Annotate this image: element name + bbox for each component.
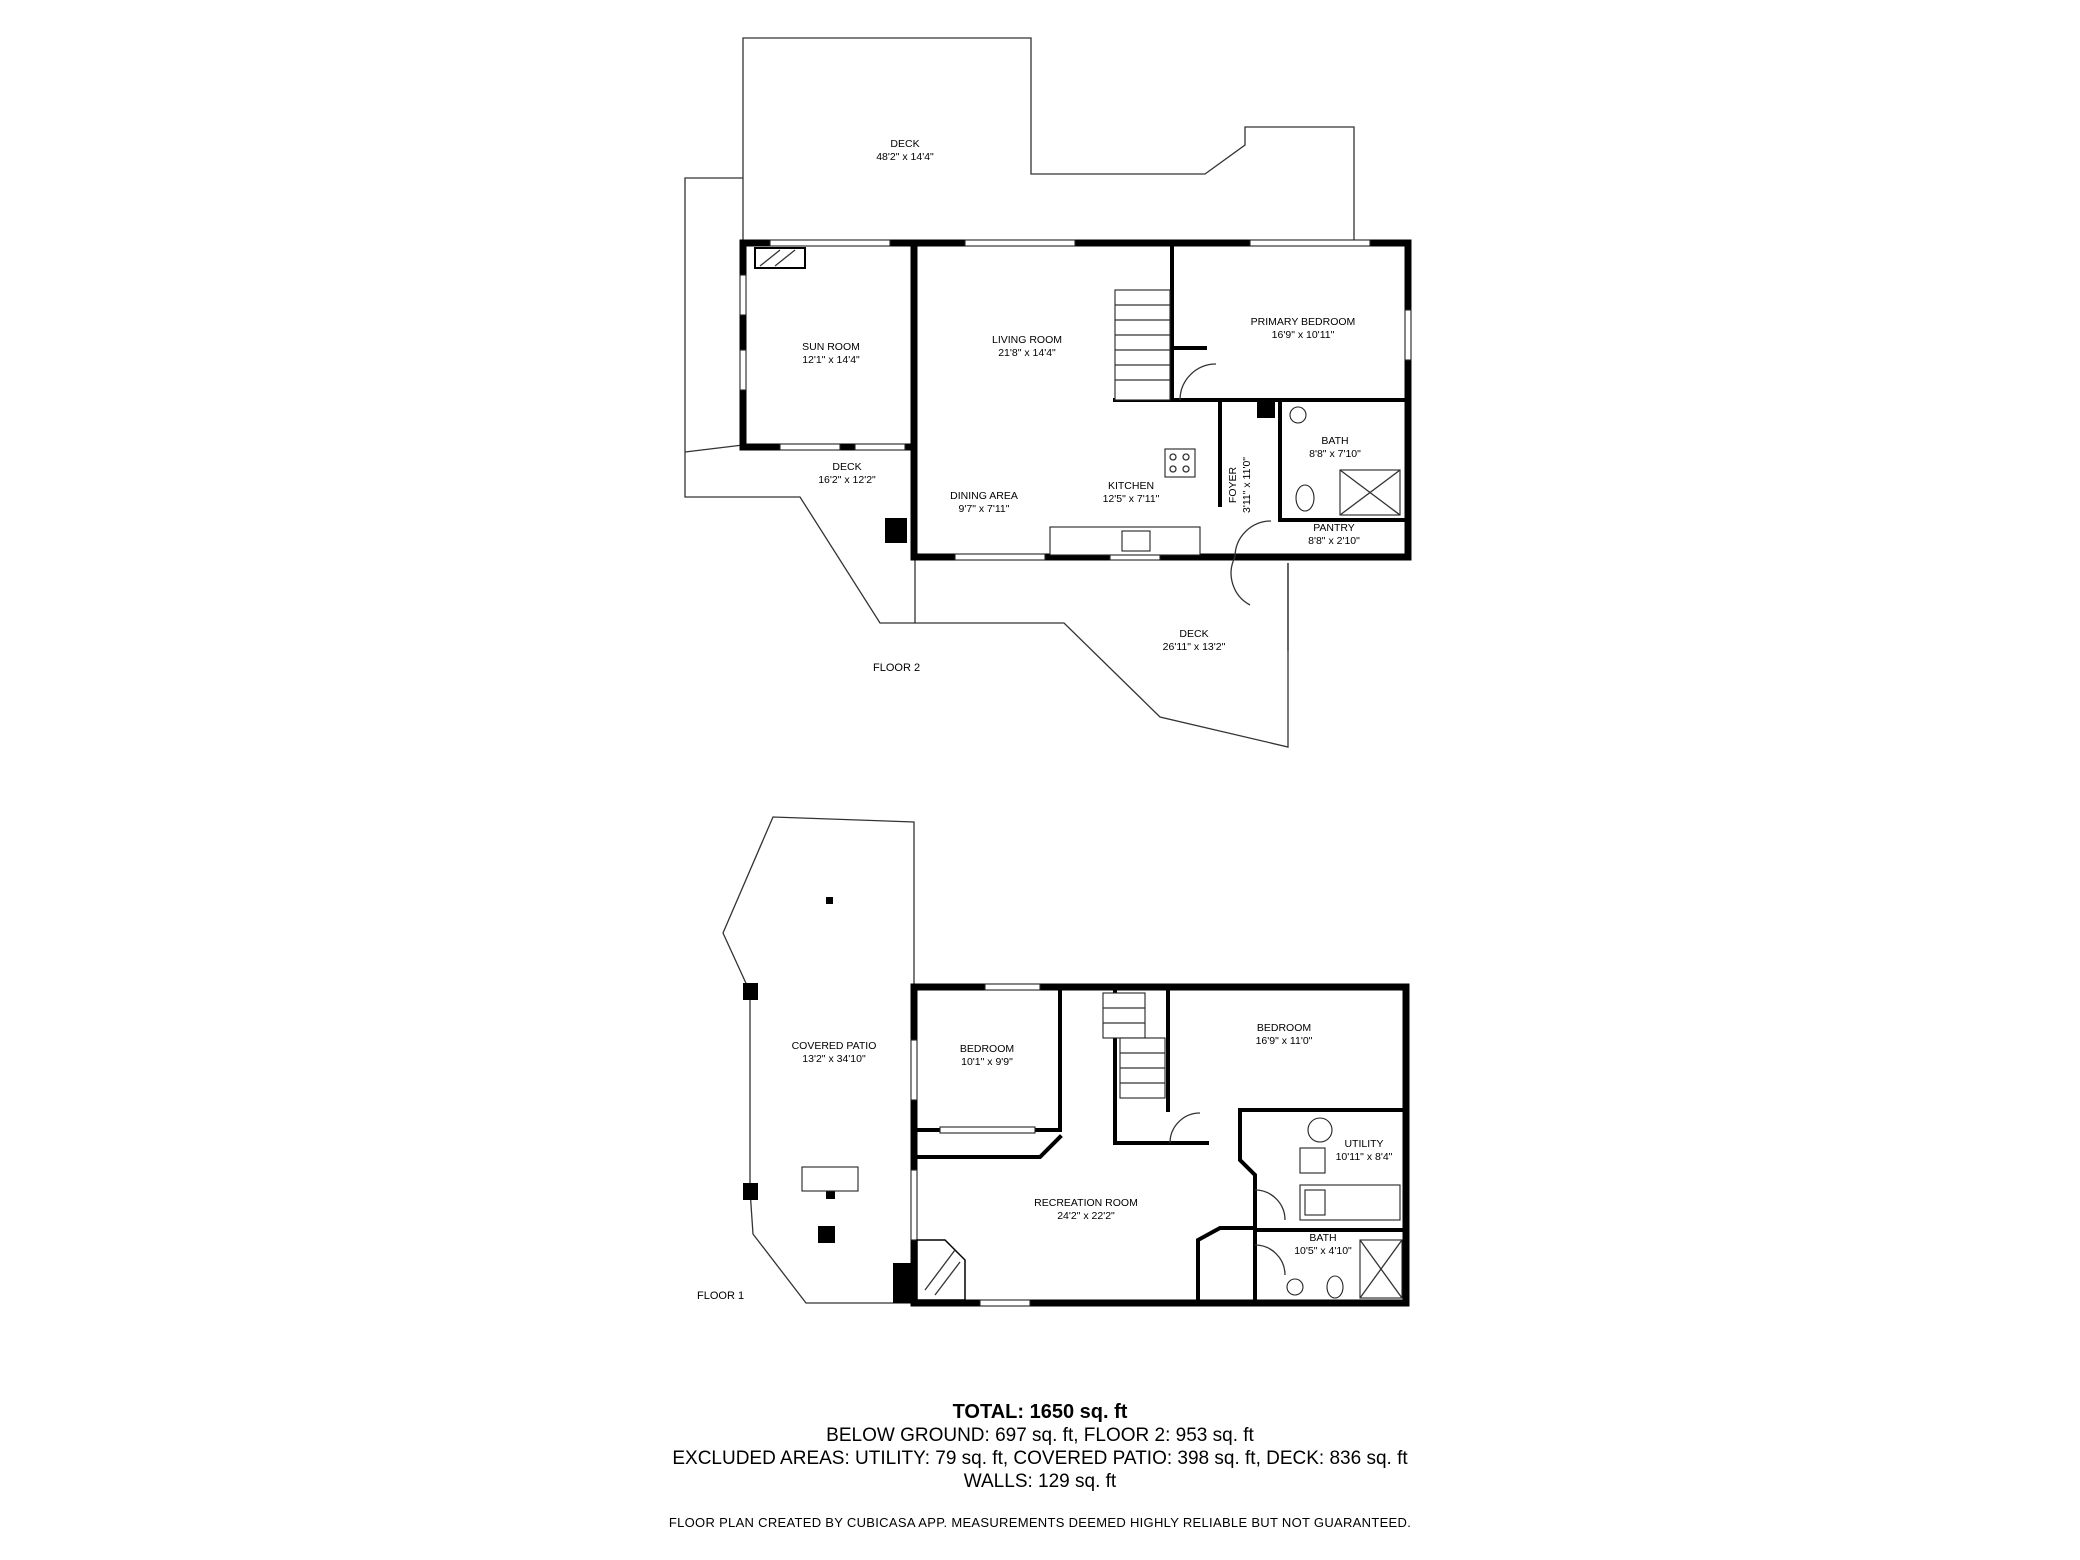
stove-icon [1164, 448, 1196, 478]
deck-bottom-size: 26'11" x 13'2" [1163, 641, 1226, 653]
door-swing [1254, 1189, 1286, 1221]
stairs-floor-2 [1114, 289, 1171, 401]
pantry-name: PANTRY [1313, 522, 1355, 534]
living-room-name: LIVING ROOM [992, 334, 1062, 346]
dining-area-size: 9'7" x 7'11" [959, 503, 1010, 515]
deck-left-outline [684, 444, 744, 453]
kitchen-size: 12'5" x 7'11" [1103, 493, 1160, 505]
column-block [885, 518, 907, 543]
bath-upper-name: BATH [1321, 435, 1348, 447]
primary-bedroom-name: PRIMARY BEDROOM [1251, 316, 1356, 328]
door-swing [1230, 556, 1251, 606]
living-room-size: 21'8" x 14'4" [998, 347, 1056, 359]
stairs-floor-1 [1102, 992, 1166, 1099]
door-swing [1169, 1112, 1201, 1144]
dining-area-name: DINING AREA [950, 490, 1018, 502]
bedroom-small-bottom [912, 1134, 1063, 1159]
walls-area: WALLS: 129 sq. ft [963, 1471, 1117, 1492]
column-block [818, 1226, 835, 1243]
column-block [893, 1263, 913, 1303]
sink-icon [1121, 530, 1151, 552]
covered-patio-size: 13'2" x 34'10" [802, 1053, 866, 1065]
bath-lower-name: BATH [1309, 1232, 1336, 1244]
bath-sink-icon [1286, 1278, 1304, 1296]
windows-floor-2 [739, 239, 1412, 561]
deck-top-outline [742, 37, 1355, 243]
pantry-size: 8'8" x 2'10" [1308, 535, 1360, 547]
deck-left-name: DECK [832, 461, 861, 473]
utility-sink-icon [1304, 1189, 1326, 1216]
windows-floor-1 [910, 983, 1041, 1307]
sun-room-name: SUN ROOM [802, 341, 860, 353]
toilet-icon [1295, 484, 1315, 512]
utility-left-wall [1238, 1108, 1257, 1305]
total-area: TOTAL: 1650 sq. ft [952, 1401, 1128, 1423]
bath-upper-size: 8'8" x 7'10" [1309, 448, 1361, 460]
bedroom-small-size: 10'1" x 9'9" [961, 1056, 1013, 1068]
deck-top-left-edge [684, 177, 915, 624]
patio-table [801, 1166, 859, 1192]
door-swing [1254, 1244, 1286, 1276]
fireplace-icon [916, 1239, 966, 1301]
floor-1-label: FLOOR 1 [697, 1290, 744, 1302]
recreation-room-name: RECREATION ROOM [1034, 1197, 1138, 1209]
stair-hall-wall [1113, 985, 1209, 1145]
water-heater-icon [1307, 1117, 1333, 1143]
bath-sink-icon [1289, 406, 1307, 424]
fireplace-icon [754, 247, 806, 269]
primary-bedroom-size: 16'9" x 10'11" [1272, 329, 1335, 341]
stair-down-wall [1196, 1226, 1257, 1305]
deck-bottom-name: DECK [1179, 628, 1208, 640]
deck-top-name: DECK [890, 138, 919, 150]
floor-2-plan: DECK 48'2" x 14'4" SUN ROOM 12'1" x 14'4… [684, 37, 1412, 748]
primary-bedroom-wall [1170, 241, 1222, 402]
washer-icon [1299, 1147, 1326, 1174]
recreation-room-size: 24'2" x 22'2" [1057, 1210, 1115, 1222]
floor-1-plan: COVERED PATIO 13'2" x 34'10" BEDROOM 10'… [697, 816, 1410, 1307]
column-block [743, 1183, 758, 1200]
door-swing [1234, 520, 1272, 558]
deck-top-size: 48'2" x 14'4" [876, 151, 934, 163]
toilet-icon [1326, 1275, 1344, 1299]
deck-bottom-outline [914, 560, 1289, 748]
bath-lower-size: 10'5" x 4'10" [1294, 1245, 1352, 1257]
covered-patio-name: COVERED PATIO [792, 1040, 877, 1052]
deck-left-size: 16'2" x 12'2" [818, 474, 876, 486]
kitchen-name: KITCHEN [1108, 480, 1154, 492]
bedroom-large-name: BEDROOM [1257, 1022, 1311, 1034]
floor-2-label: FLOOR 2 [873, 662, 920, 674]
foyer-name: FOYER [1227, 466, 1239, 503]
area-totals: TOTAL: 1650 sq. ft BELOW GROUND: 697 sq.… [0, 1401, 2080, 1493]
column-block [826, 897, 833, 904]
excluded-areas: EXCLUDED AREAS: UTILITY: 79 sq. ft, COVE… [672, 1448, 1408, 1469]
utility-size: 10'11" x 8'4" [1336, 1151, 1393, 1163]
bedroom-small-name: BEDROOM [960, 1043, 1014, 1055]
column-block [743, 983, 758, 1000]
foyer-size: 3'11" x 11'0" [1241, 457, 1253, 513]
area-breakdown: BELOW GROUND: 697 sq. ft, FLOOR 2: 953 s… [826, 1425, 1254, 1446]
column-block [826, 1190, 835, 1199]
column-block [1257, 400, 1275, 418]
door-swing [1179, 363, 1217, 401]
utility-name: UTILITY [1344, 1138, 1383, 1150]
disclaimer: FLOOR PLAN CREATED BY CUBICASA APP. MEAS… [668, 1515, 1412, 1530]
bedroom-large-size: 16'9" x 11'0" [1256, 1035, 1313, 1047]
sun-room-size: 12'1" x 14'4" [802, 354, 860, 366]
